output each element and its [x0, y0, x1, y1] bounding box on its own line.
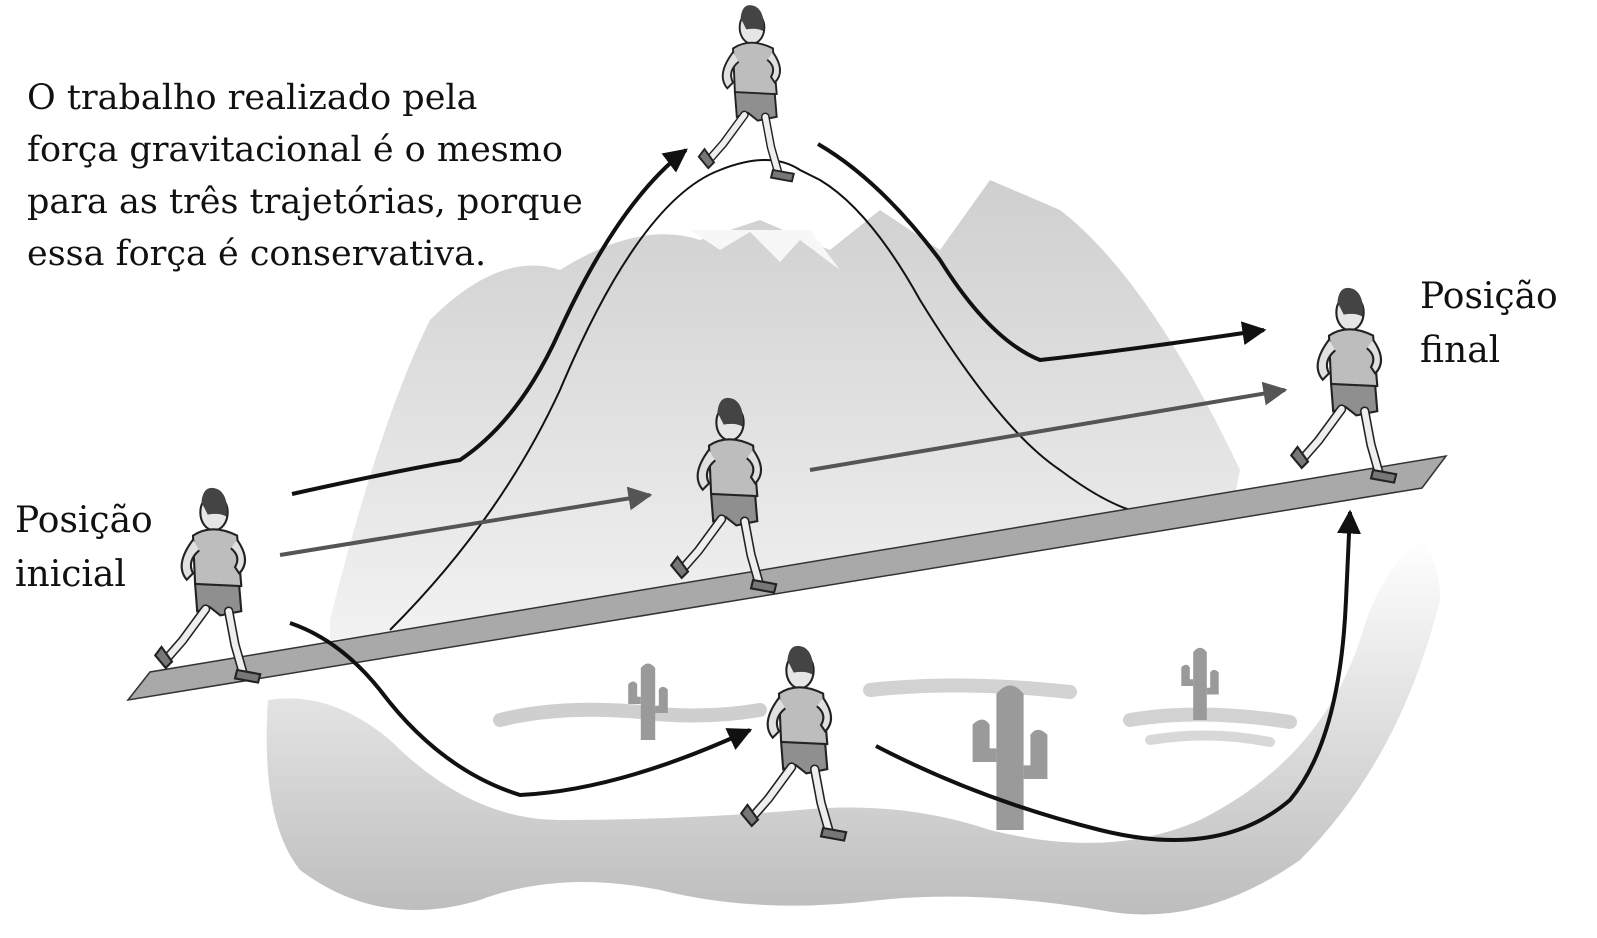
label-line: final [1420, 330, 1501, 371]
runner-icon [699, 5, 794, 181]
runner-icon [1291, 288, 1396, 483]
path-through-valley-arrow-1 [289, 621, 753, 798]
inclined-track [126, 454, 1448, 702]
path-over-mountain-arrow-1 [291, 148, 688, 496]
cactus-icon [972, 685, 1048, 830]
path-through-valley-arrow-2 [875, 509, 1362, 842]
final-position-label: Posição final [1420, 270, 1558, 378]
initial-position-label: Posição inicial [15, 494, 153, 602]
label-line: inicial [15, 554, 126, 595]
caption-line: O trabalho realizado pela [27, 78, 478, 118]
mountain-profile-line [389, 159, 1131, 631]
straight-path-arrow-1 [279, 486, 653, 557]
caption-line: para as três trajetórias, porque [27, 182, 583, 222]
runner-icon [155, 488, 260, 683]
straight-path-arrow-2 [809, 381, 1288, 472]
valley-ground [266, 540, 1441, 915]
cactus-icon [628, 663, 668, 740]
conservative-force-caption: O trabalho realizado pela força gravitac… [27, 72, 587, 280]
label-line: Posição [15, 500, 153, 541]
mountain-icon [330, 180, 1240, 640]
caption-line: força gravitacional é o mesmo [27, 130, 564, 170]
caption-line: essa força é conservativa. [27, 234, 487, 274]
label-line: Posição [1420, 276, 1558, 317]
path-over-mountain-arrow-2 [816, 142, 1267, 363]
